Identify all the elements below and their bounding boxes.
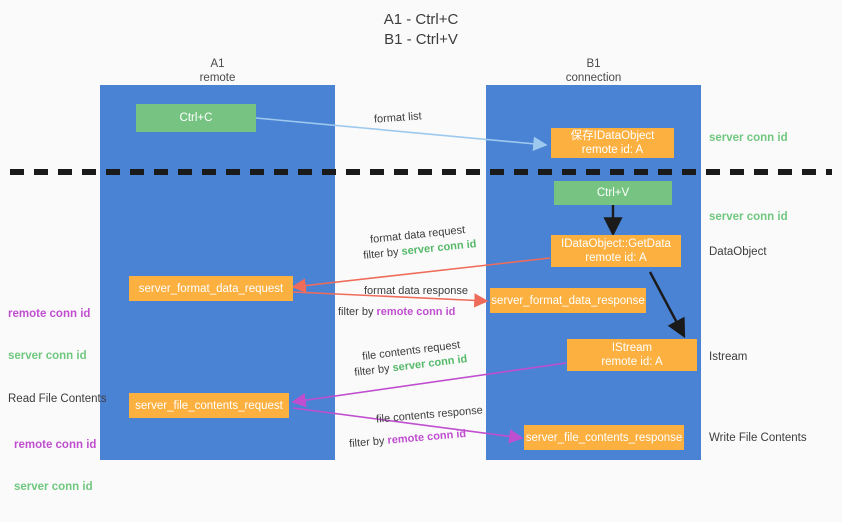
node-server-format-data-request[interactable]: server_format_data_request [129, 276, 293, 301]
edge-label-format-data-response: format data response [364, 285, 468, 297]
filter-key-remote-conn-id-2: remote conn id [387, 427, 467, 447]
label-server-conn-id-1: server conn id [8, 350, 87, 362]
label-server-conn-id-top: server conn id [709, 132, 788, 144]
label-conn-ids-lower: remote conn id server conn id [14, 410, 96, 522]
node-ctrl-v[interactable]: Ctrl+V [554, 181, 672, 205]
filter-key-remote-conn-id-1: remote conn id [376, 306, 456, 318]
edge-label-format-data-response-filter: filter by remote conn id [338, 305, 455, 320]
label-conn-ids-upper: remote conn id server conn id [8, 279, 90, 391]
filter-prefix-3: filter by [353, 362, 394, 379]
label-remote-conn-id-2: remote conn id [14, 439, 97, 451]
label-read-file-contents: Read File Contents [8, 393, 107, 405]
node-istream[interactable]: IStream remote id: A [567, 339, 697, 371]
diagram-title: A1 - Ctrl+C B1 - Ctrl+V [383, 11, 459, 48]
label-remote-conn-id-1: remote conn id [8, 308, 91, 320]
node-server-file-contents-response[interactable]: server_file_contents_response [524, 425, 684, 450]
label-dataobject: DataObject [709, 246, 767, 258]
lane-a1-header: A1 remote [199, 58, 236, 84]
label-write-file-contents: Write File Contents [709, 432, 807, 444]
diagram-canvas: A1 - Ctrl+C B1 - Ctrl+V A1 remote B1 con… [8, 11, 832, 493]
filter-prefix-4: filter by [348, 434, 389, 451]
filter-prefix-1: filter by [362, 245, 403, 262]
node-server-format-data-response[interactable]: server_format_data_response [490, 288, 646, 313]
label-istream: Istream [709, 351, 748, 363]
node-server-file-contents-request[interactable]: server_file_contents_request [129, 393, 289, 418]
edge-label-format-list: format list [373, 110, 423, 126]
node-idataobject-getdata[interactable]: IDataObject::GetData remote id: A [551, 235, 681, 267]
lane-b1-header: B1 connection [565, 58, 622, 84]
edge-label-file-contents-response-filter: filter by remote conn id [349, 427, 467, 452]
edge-label-file-contents-response: file contents response [375, 404, 484, 426]
node-ctrl-c[interactable]: Ctrl+C [136, 104, 256, 132]
label-server-conn-id-2: server conn id [14, 481, 93, 493]
node-save-idataobject[interactable]: 保存IDataObject remote id: A [551, 128, 674, 158]
filter-prefix-2: filter by [338, 306, 377, 318]
label-server-conn-id-mid: server conn id [709, 211, 788, 223]
